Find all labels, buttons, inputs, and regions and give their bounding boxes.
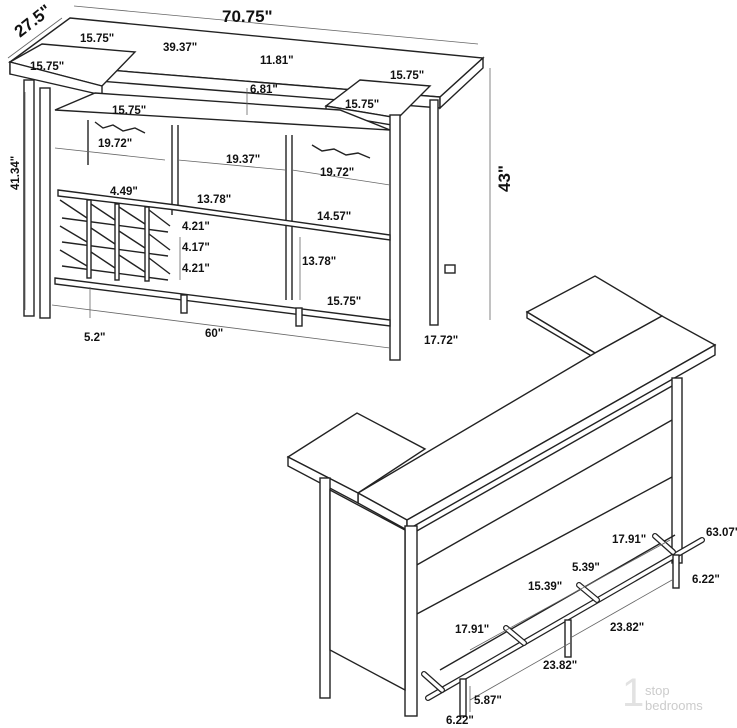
dim-right-shelf-depth: 14.57" xyxy=(317,211,351,223)
dim-wine-row-1: 4.21" xyxy=(182,221,210,233)
dim-center-cubby-height: 13.78" xyxy=(197,194,231,206)
dim-rail-segment-mid: 15.39" xyxy=(528,581,562,593)
wine-rack xyxy=(59,199,171,282)
dim-upper-shelf-depth: 15.75" xyxy=(112,105,146,117)
watermark-mark: 1 xyxy=(622,671,644,715)
dim-right-wing-width: 15.75" xyxy=(345,99,379,111)
dim-leg-spacing-lower: 23.82" xyxy=(543,660,577,672)
dim-rail-spacing: 5.39" xyxy=(572,562,600,574)
dim-left-wing-depth: 15.75" xyxy=(80,33,114,45)
dim-top-back-depth: 11.81" xyxy=(260,55,294,67)
dim-lower-cubby-height: 13.78" xyxy=(302,256,336,268)
dim-wine-slot-width: 4.49" xyxy=(110,186,138,198)
back-countertop xyxy=(356,315,717,521)
dim-right-wing-depth: 15.75" xyxy=(390,70,424,82)
dim-rail-length: 63.07" xyxy=(706,527,737,539)
dim-floor-clearance: 5.2" xyxy=(84,332,105,344)
dim-wine-row-2: 4.17" xyxy=(182,242,210,254)
back-view xyxy=(286,275,717,717)
dim-rail-height: 5.87" xyxy=(474,695,502,707)
dim-bottom-shelf-depth: 15.75" xyxy=(327,296,361,308)
watermark-line2: bedrooms xyxy=(645,698,703,713)
dim-leg-offset-left: 6.22" xyxy=(446,715,474,727)
dim-leg-spacing-upper: 23.82" xyxy=(610,622,644,634)
dim-left-wing-width: 15.75" xyxy=(30,61,64,73)
dim-overall-width: 70.75" xyxy=(222,7,273,26)
dim-leg-offset-right: 6.22" xyxy=(692,574,720,586)
glass-holder xyxy=(94,121,371,159)
dim-rail-segment-right: 17.91" xyxy=(612,534,646,546)
dim-right-cubby-width: 19.72" xyxy=(320,167,354,179)
watermark-line1: stop xyxy=(645,683,670,698)
watermark-logo: 1 stop bedrooms xyxy=(622,671,703,715)
dim-left-cubby-width: 19.72" xyxy=(98,138,132,150)
dim-center-cubby-width: 19.37" xyxy=(226,154,260,166)
dim-rail-segment-left: 17.91" xyxy=(455,624,489,636)
dim-wine-row-3: 4.21" xyxy=(182,263,210,275)
dim-top-center-span: 39.37" xyxy=(163,42,197,54)
front-view xyxy=(7,5,491,361)
dim-side-height: 41.34" xyxy=(10,156,22,190)
dim-top-clearance: 6.81" xyxy=(250,84,278,96)
dim-overall-height: 43" xyxy=(495,165,514,192)
dim-side-depth: 17.72" xyxy=(424,335,458,347)
foot-rail xyxy=(421,533,705,717)
dim-inner-width: 60" xyxy=(205,328,223,340)
